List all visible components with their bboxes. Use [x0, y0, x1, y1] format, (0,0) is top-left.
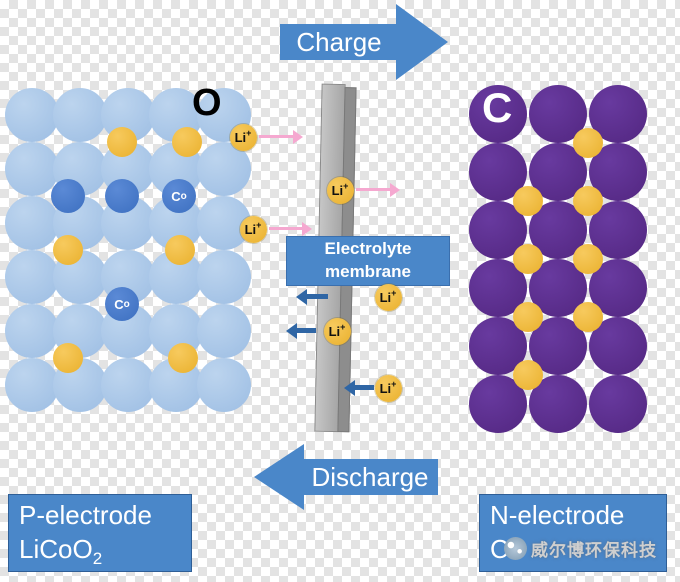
cobalt-atom	[51, 179, 85, 213]
licoo2-atom	[5, 304, 59, 358]
licoo2-atom	[5, 358, 59, 412]
carbon-atom-label: C	[482, 84, 513, 131]
graphite-atom	[589, 375, 647, 433]
lithium-atom	[573, 302, 603, 332]
electrolyte-membrane-caption: Electrolyte membrane	[286, 236, 450, 286]
charge-flow-arrow-icon	[356, 182, 400, 198]
discharge-arrow-head-icon	[254, 444, 304, 510]
charge-arrow-head-icon	[396, 4, 448, 80]
lithium-atom	[573, 128, 603, 158]
licoo2-atom	[197, 358, 251, 412]
membrane-caption-line2: membrane	[325, 262, 411, 281]
oxygen-atom-label: O	[192, 82, 222, 124]
licoo2-atom	[5, 250, 59, 304]
li-plus-ion: Li+	[374, 374, 402, 402]
cobalt-atom	[105, 179, 139, 213]
lithium-atom	[53, 343, 83, 373]
lithium-atom	[172, 127, 202, 157]
licoo2-atom	[101, 358, 155, 412]
lithium-atom	[513, 302, 543, 332]
licoo2-atom	[197, 142, 251, 196]
licoo2-atom	[53, 88, 107, 142]
licoo2-atom	[5, 142, 59, 196]
lithium-atom	[573, 244, 603, 274]
p-electrode-formula: LiCoO2	[19, 533, 181, 570]
charge-arrow-bar: Charge	[280, 24, 398, 60]
lithium-atom	[168, 343, 198, 373]
li-plus-ion: Li+	[229, 123, 257, 151]
watermark-text: 威尔博环保科技	[531, 541, 657, 560]
watermark-logo-icon	[504, 537, 527, 560]
licoo2-atom	[5, 88, 59, 142]
lithium-atom	[573, 186, 603, 216]
li-plus-ion: Li+	[374, 283, 402, 311]
graphite-atom	[469, 85, 527, 143]
p-electrode-name: P-electrode	[19, 500, 152, 530]
formula-subscript: 2	[92, 548, 103, 568]
discharge-label: Discharge	[311, 461, 429, 492]
discharge-flow-arrow-icon	[286, 323, 316, 339]
licoo2-atom	[5, 196, 59, 250]
licoo2-atom	[197, 250, 251, 304]
licoo2-atom	[197, 304, 251, 358]
lithium-atom	[513, 360, 543, 390]
watermark: 威尔博环保科技	[504, 536, 657, 561]
charge-flow-arrow-icon	[269, 221, 312, 237]
charge-flow-arrow-icon	[259, 129, 303, 145]
discharge-arrow-bar: Discharge	[302, 459, 438, 495]
lithium-atom	[165, 235, 195, 265]
charge-label: Charge	[296, 26, 382, 57]
li-plus-ion: Li+	[239, 215, 267, 243]
li-plus-ion: Li+	[323, 317, 351, 345]
formula-base: LiCoO	[19, 533, 93, 564]
lithium-atom	[107, 127, 137, 157]
n-electrode-formula: C	[490, 533, 509, 564]
lithium-atom	[53, 235, 83, 265]
lithium-atom	[513, 186, 543, 216]
membrane-caption-line1: Electrolyte	[324, 239, 412, 259]
discharge-flow-arrow-icon	[344, 380, 374, 396]
p-electrode-caption: P-electrode LiCoO2	[8, 494, 192, 572]
n-electrode-name: N-electrode	[490, 500, 625, 530]
li-plus-ion: Li+	[326, 176, 354, 204]
discharge-flow-arrow-icon	[296, 289, 328, 305]
lithium-atom	[513, 244, 543, 274]
